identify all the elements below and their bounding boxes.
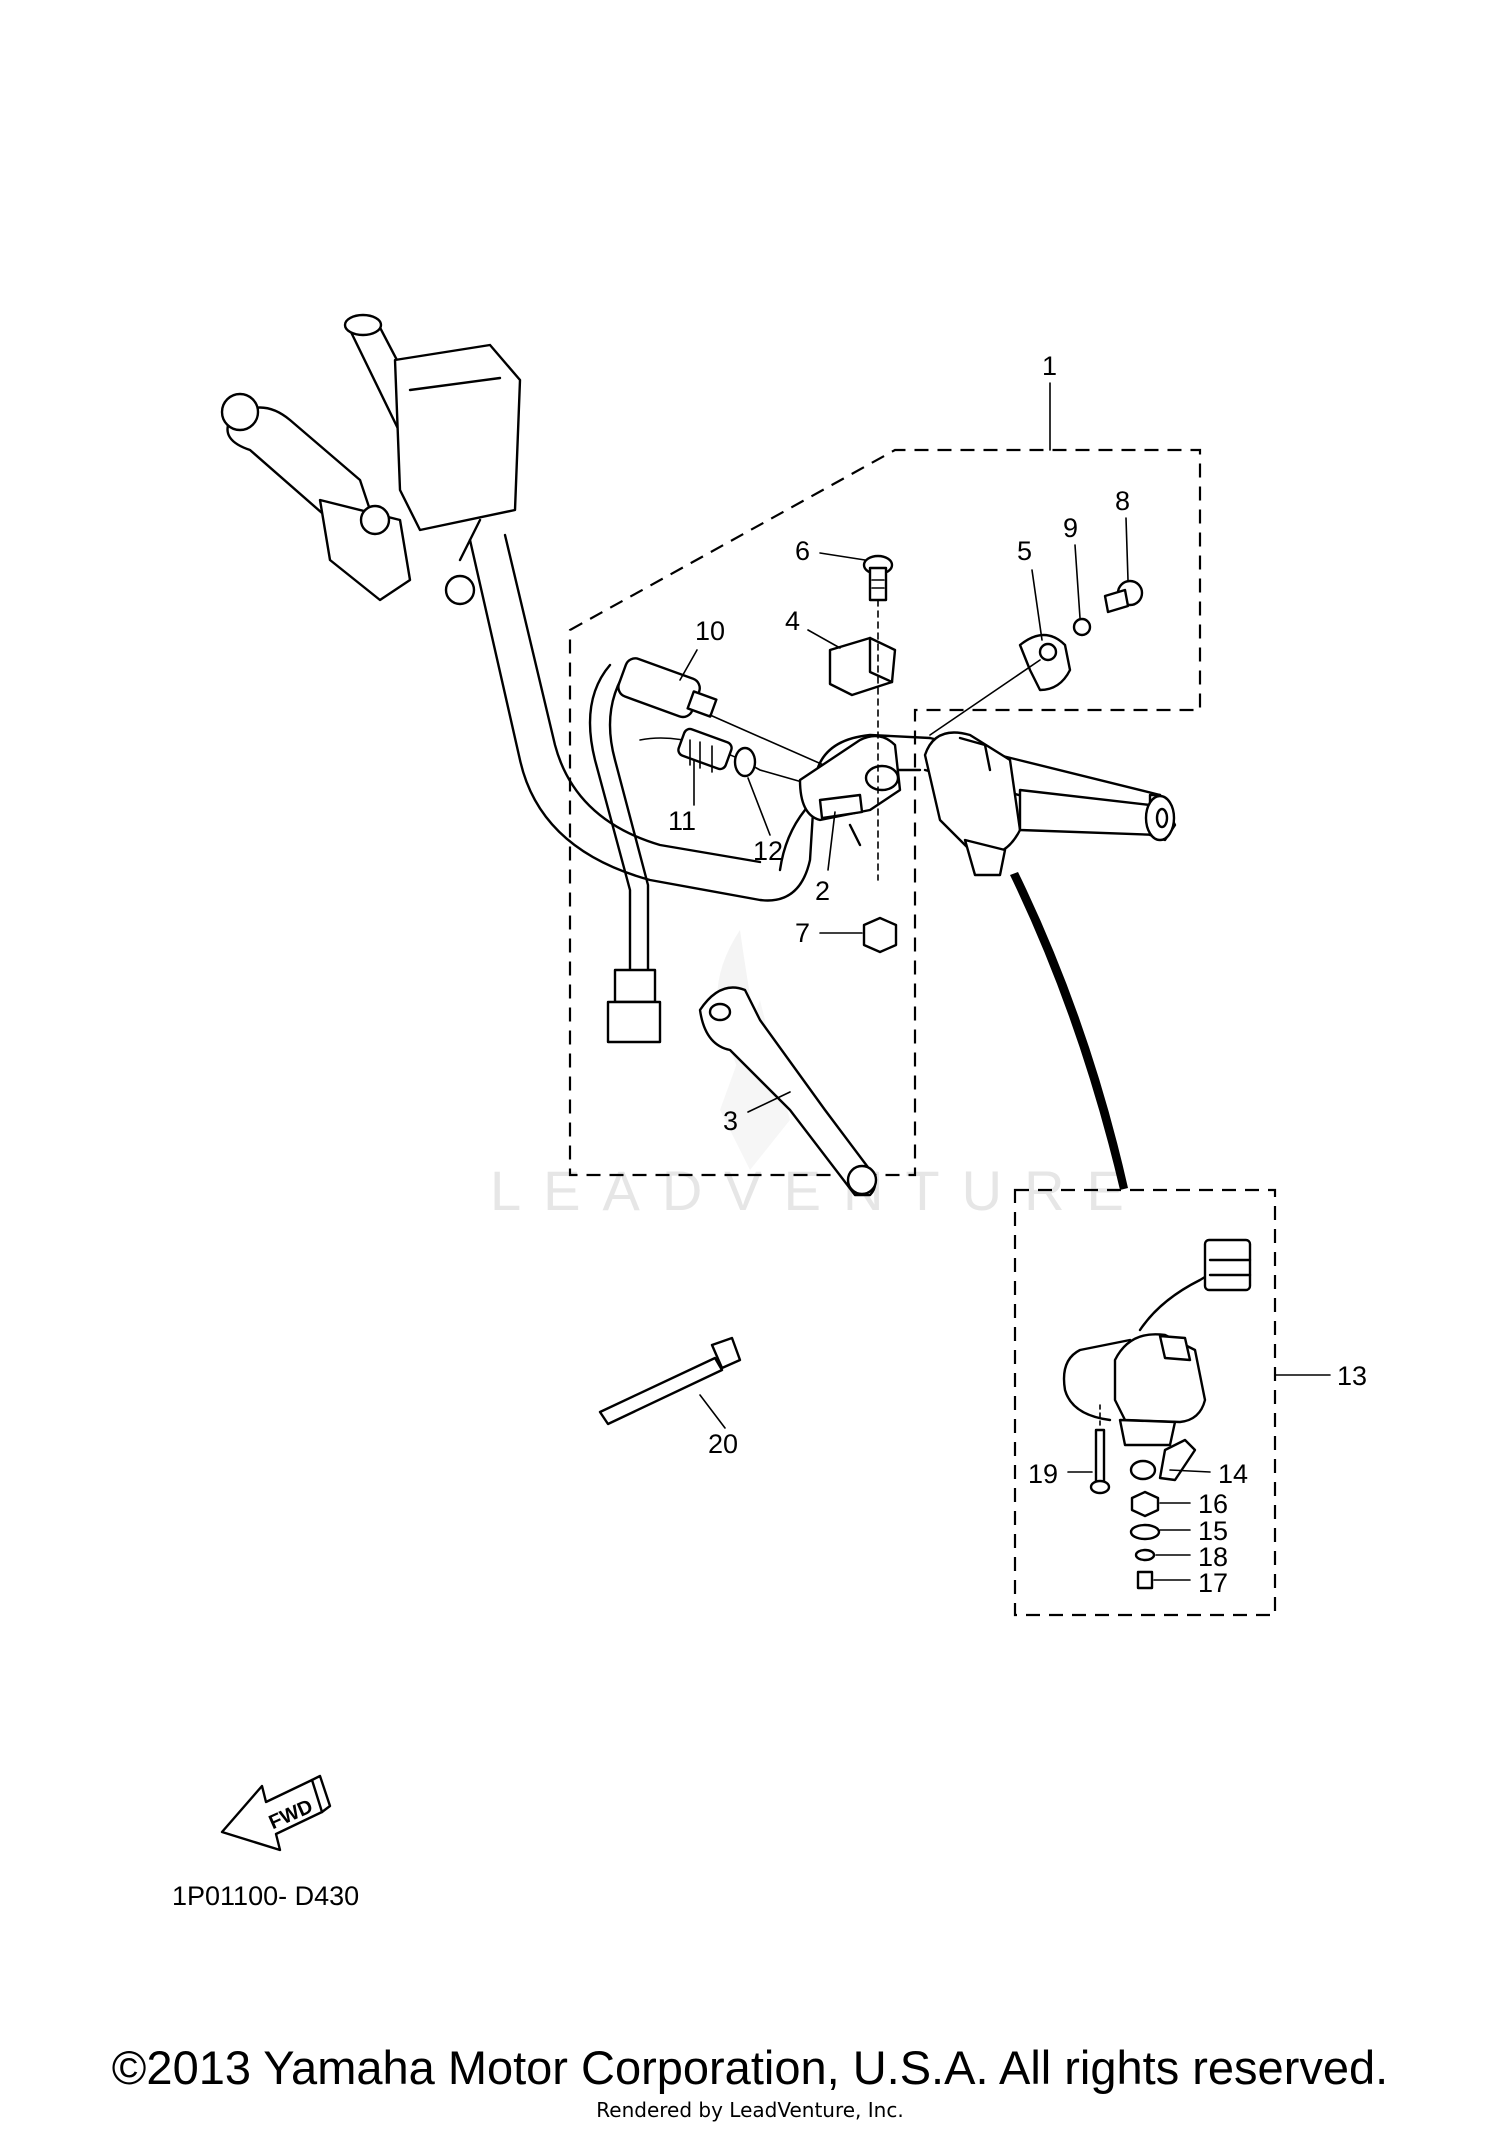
leader-3 [747,1091,791,1113]
part-3-lever [698,986,878,1197]
callout-15: 15 [1198,1516,1228,1546]
leader-8 [1125,517,1129,581]
callout-12: 12 [753,836,783,866]
callout-11: 11 [668,806,696,836]
leader-2 [827,811,836,871]
rendered-by-notice: Rendered by LeadVenture, Inc. [596,2098,904,2122]
part-17-screw [1136,1570,1154,1590]
part-10-clutch-switch [588,657,836,1044]
leader-9 [1074,544,1081,619]
group-box-lever-assy [568,448,1202,1177]
part-20-cable-tie [598,1336,742,1426]
part-2-lever-holder [798,734,902,847]
callout-16: 16 [1198,1489,1228,1519]
diagram-code: 1P01100- D430 [172,1881,359,1911]
callout-14: 14 [1218,1459,1248,1489]
callout-6: 6 [795,536,810,566]
part-9-ring [1072,617,1092,637]
part-5-bracket [1018,633,1072,692]
right-switch-grip [923,731,1177,877]
callout-3: 3 [723,1106,738,1136]
leader-12 [747,777,771,836]
part-18-washer [1134,1548,1156,1562]
part-7-nut [862,916,898,954]
fwd-arrow-icon [220,1774,332,1852]
part-12-locknut [733,746,757,778]
callout-17: 17 [1198,1568,1228,1598]
connector-arrow [1010,872,1128,1190]
callout-5: 5 [1017,536,1032,566]
leader-4 [807,629,841,649]
callout-10: 10 [695,616,725,646]
callout-4: 4 [785,606,800,636]
leader-5 [1031,569,1043,641]
part-8-screw [1103,579,1144,614]
callout-7: 7 [795,918,810,948]
callout-8: 8 [1115,486,1130,516]
leader-10 [679,649,698,681]
callout-13: 13 [1337,1361,1367,1391]
part-4-switch [828,636,897,697]
part-15-washer [1129,1523,1161,1541]
callout-20: 20 [708,1429,738,1459]
leader-6 [819,552,866,561]
part-6-bolt [862,554,894,602]
leader-20 [699,1394,726,1429]
part-14-lever [1129,1438,1197,1482]
callout-18: 18 [1198,1542,1228,1572]
group-box-switch-assy [1013,1188,1277,1617]
copyright-notice: ©2013 Yamaha Motor Corporation, U.S.A. A… [111,2041,1389,2094]
leader-14 [1169,1469,1211,1473]
callout-19: 19 [1028,1459,1058,1489]
part-13-handlebar-switch [1062,1238,1252,1447]
callout-2: 2 [815,876,830,906]
part-16-nut [1130,1490,1160,1518]
part-19-bolt [1089,1404,1111,1495]
left-grip-assembly [220,313,522,606]
part-11-adjuster [677,727,733,773]
handlebar [468,533,1162,902]
callout-9: 9 [1063,513,1078,543]
assembly-line-bracket [929,659,1041,736]
callout-1: 1 [1042,351,1057,381]
